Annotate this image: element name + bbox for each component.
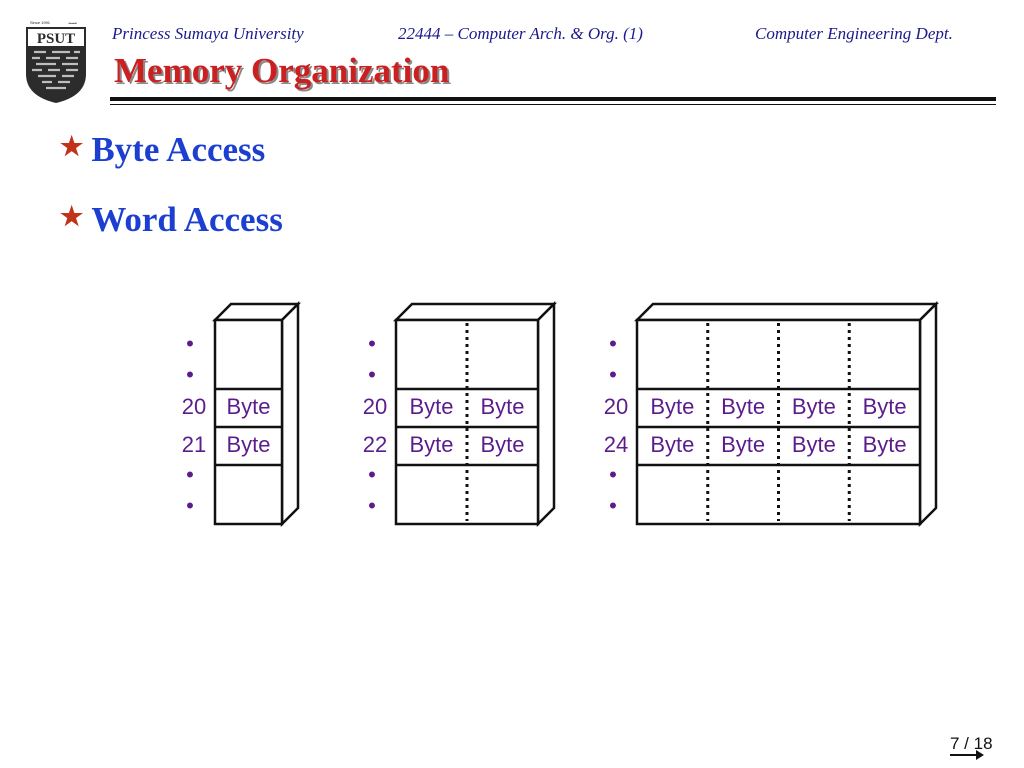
memory-block-side [280,300,300,528]
ellipsis-dot: • [609,331,617,356]
header-university: Princess Sumaya University [112,24,304,43]
memory-block-top [392,302,558,322]
bullet-byte-access: ★ Byte Access [60,130,265,170]
title-divider [110,97,996,101]
logo-text: PSUT [37,31,75,47]
ellipsis-dot: • [186,362,194,387]
memory-block-side [918,300,938,528]
header-department: Computer Engineering Dept. [755,24,953,43]
memory-cell-byte: Byte [480,432,524,457]
logo-since: Since 1991 [30,20,51,25]
memory-cell-byte: Byte [409,394,453,419]
address-label: 24 [604,432,628,457]
memory-block [213,318,284,526]
ellipsis-dot: • [609,462,617,487]
memory-cell-byte: Byte [409,432,453,457]
address-label: 20 [363,394,387,419]
bullet-label: Word Access [91,200,283,239]
memory-cell-byte: Byte [792,432,836,457]
memory-cell-byte: Byte [650,432,694,457]
memory-cell-byte: Byte [480,394,524,419]
address-label: 20 [182,394,206,419]
ellipsis-dot: • [186,331,194,356]
title-divider-thin [110,104,996,105]
ellipsis-dot: • [609,493,617,518]
memory-cell-byte: Byte [721,394,765,419]
memory-cell-byte: Byte [863,394,907,419]
ellipsis-dot: • [186,493,194,518]
address-label: 22 [363,432,387,457]
memory-cell-byte: Byte [226,432,270,457]
memory-block-side [536,300,556,528]
bullet-word-access: ★ Word Access [60,200,283,240]
page-number: 7 / 18 [950,734,993,753]
next-arrow-icon [950,750,984,760]
slide-title: Memory Organization [114,51,450,90]
psut-logo: Since 1991 مسند PSUT [26,20,86,103]
ellipsis-dot: • [368,493,376,518]
memory-cell-byte: Byte [226,394,270,419]
logo-arabic: مسند [68,20,77,25]
address-label: 20 [604,394,628,419]
star-icon: ★ [60,202,84,231]
star-icon: ★ [60,132,84,161]
ellipsis-dot: • [609,362,617,387]
memory-cell-byte: Byte [721,432,765,457]
memory-cell-byte: Byte [792,394,836,419]
header-course: 22444 – Computer Arch. & Org. (1) [398,24,643,43]
ellipsis-dot: • [368,462,376,487]
memory-block-top [633,302,940,322]
bullet-label: Byte Access [91,130,266,169]
ellipsis-dot: • [368,331,376,356]
memory-cell-byte: Byte [863,432,907,457]
ellipsis-dot: • [186,462,194,487]
address-label: 21 [182,432,206,457]
ellipsis-dot: • [368,362,376,387]
memory-cell-byte: Byte [650,394,694,419]
